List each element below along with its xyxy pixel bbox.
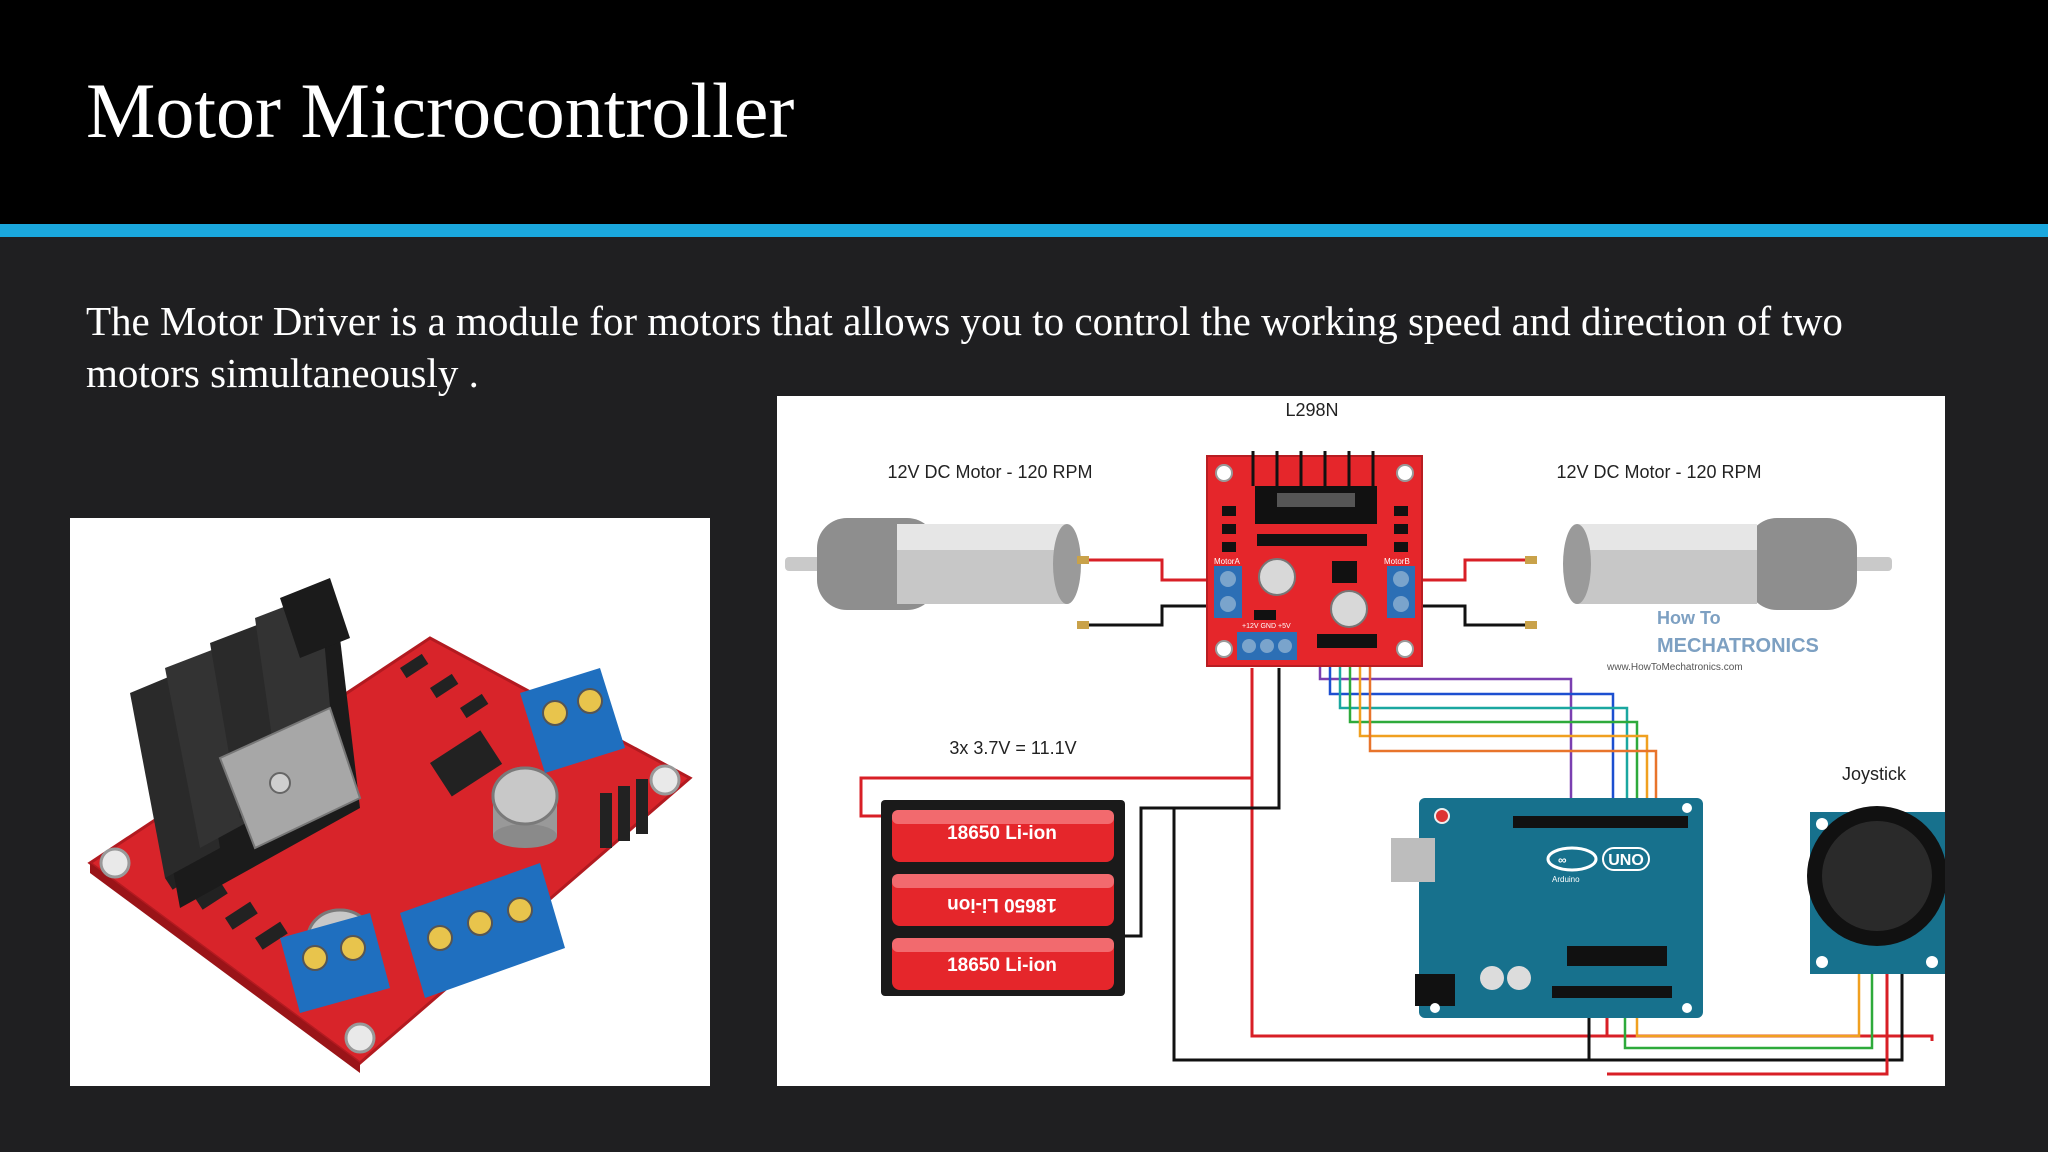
l298n-board: MotorA MotorB +12V GND +5V bbox=[1206, 451, 1423, 667]
battery-pack: 18650 Li-ion 18650 Li-ion 18650 Li-ion bbox=[881, 800, 1125, 996]
title-bar bbox=[0, 0, 2048, 224]
motor-right bbox=[1525, 518, 1892, 629]
motor-driver-photo bbox=[70, 518, 710, 1086]
battery-label: 3x 3.7V = 11.1V bbox=[949, 738, 1076, 758]
arduino-model-label: UNO bbox=[1608, 852, 1644, 869]
motor-driver-illustration bbox=[70, 518, 710, 1086]
joystick-module bbox=[1807, 806, 1945, 974]
board-motor-b-label: MotorB bbox=[1384, 557, 1410, 566]
slide-title: Motor Microcontroller bbox=[86, 67, 795, 154]
motor-left bbox=[785, 518, 1089, 629]
accent-divider bbox=[0, 224, 2048, 237]
slide-description: The Motor Driver is a module for motors … bbox=[86, 298, 1843, 396]
battery-cell-3: 18650 Li-ion bbox=[947, 955, 1057, 976]
watermark-line1: How To bbox=[1657, 608, 1721, 628]
watermark-url: www.HowToMechatronics.com bbox=[1606, 662, 1743, 673]
wiring-diagram-svg: L298N 12V DC Motor - 120 RPM 12V DC Moto… bbox=[777, 396, 1945, 1086]
wiring-diagram: L298N 12V DC Motor - 120 RPM 12V DC Moto… bbox=[777, 396, 1945, 1086]
arduino-brand-label: Arduino bbox=[1552, 875, 1580, 884]
watermark-line2: MECHATRONICS bbox=[1657, 635, 1819, 657]
battery-cell-1: 18650 Li-ion bbox=[947, 823, 1057, 844]
motor-right-label: 12V DC Motor - 120 RPM bbox=[1556, 462, 1761, 482]
battery-cell-2: 18650 Li-ion bbox=[947, 894, 1057, 915]
svg-text:∞: ∞ bbox=[1558, 853, 1567, 867]
arduino-uno-board: ∞ UNO Arduino bbox=[1391, 798, 1703, 1018]
motor-left-label: 12V DC Motor - 120 RPM bbox=[887, 462, 1092, 482]
board-motor-a-label: MotorA bbox=[1214, 557, 1240, 566]
joystick-label: Joystick bbox=[1842, 764, 1907, 784]
board-power-labels: +12V GND +5V bbox=[1242, 623, 1291, 630]
driver-label: L298N bbox=[1285, 400, 1338, 420]
